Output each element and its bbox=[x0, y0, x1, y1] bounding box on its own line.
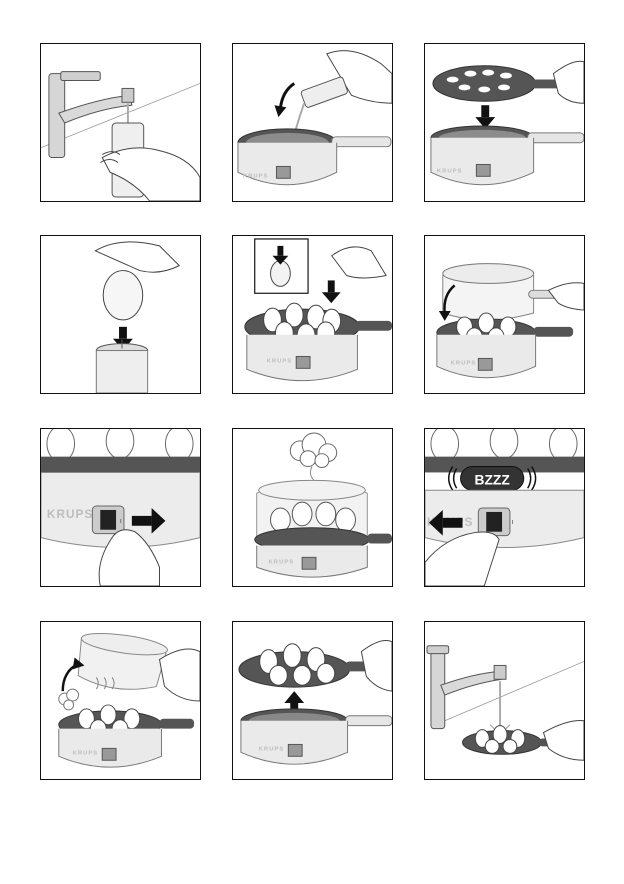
step-6-place-lid-panel: KRUPS bbox=[424, 235, 585, 394]
step-10-illustration: KRUPS bbox=[41, 622, 200, 779]
step-8-illustration: KRUPS bbox=[233, 429, 392, 586]
step-1-illustration bbox=[41, 44, 200, 201]
step-3-illustration: KRUPS bbox=[425, 44, 584, 201]
step-9-buzzer-switch-off-panel: BZZZ KRUPS I bbox=[424, 428, 585, 587]
brand-label: KRUPS bbox=[437, 168, 463, 174]
arrow-up-icon bbox=[284, 691, 304, 703]
step-4-illustration bbox=[41, 236, 200, 393]
step-12-illustration bbox=[425, 622, 584, 779]
brand-label: KRUPS bbox=[243, 173, 269, 179]
brand-label: KRUPS bbox=[73, 750, 99, 756]
step-2-pour-water-panel: KRUPS bbox=[232, 43, 393, 202]
step-3-place-tray-panel: KRUPS bbox=[424, 43, 585, 202]
brand-label: KRUPS bbox=[451, 360, 477, 366]
step-9-illustration: BZZZ KRUPS I bbox=[425, 429, 584, 586]
step-11-illustration: KRUPS bbox=[233, 622, 392, 779]
step-4-pierce-egg-panel bbox=[40, 235, 201, 394]
step-1-fill-cup-panel bbox=[40, 43, 201, 202]
step-12-rinse-eggs-panel bbox=[424, 621, 585, 780]
step-7-switch-on-panel: KRUPS I bbox=[40, 428, 201, 587]
power-switch bbox=[100, 510, 116, 530]
step-2-illustration: KRUPS bbox=[233, 44, 392, 201]
step-5-place-eggs-panel: KRUPS bbox=[232, 235, 393, 394]
steam-cloud-icon bbox=[290, 433, 336, 468]
buzzer-text: BZZZ bbox=[475, 471, 511, 487]
power-switch bbox=[486, 512, 502, 532]
brand-label: KRUPS bbox=[47, 507, 93, 521]
step-7-illustration: KRUPS I bbox=[41, 429, 200, 586]
step-8-steam-cooking-panel: KRUPS bbox=[232, 428, 393, 587]
step-5-illustration: KRUPS bbox=[233, 236, 392, 393]
brand-label: KRUPS bbox=[269, 559, 295, 565]
step-6-illustration: KRUPS bbox=[425, 236, 584, 393]
step-11-lift-tray-panel: KRUPS bbox=[232, 621, 393, 780]
brand-label: KRUPS bbox=[259, 746, 285, 752]
step-10-remove-lid-panel: KRUPS bbox=[40, 621, 201, 780]
brand-label: KRUPS bbox=[267, 358, 293, 364]
